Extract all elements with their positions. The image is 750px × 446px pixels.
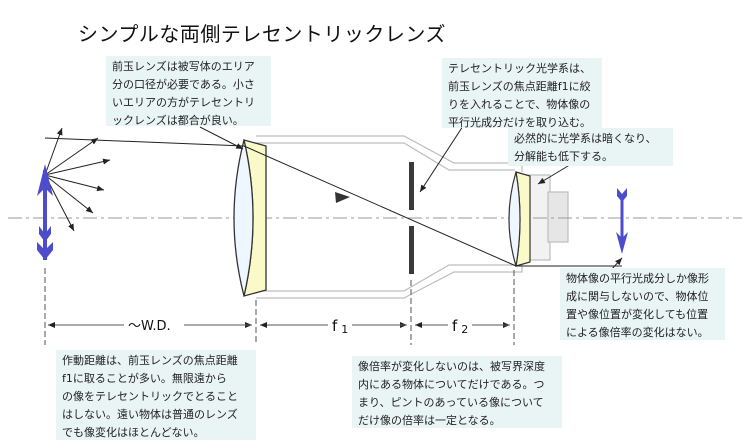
front-lens bbox=[233, 139, 267, 297]
dimension-lines bbox=[44, 268, 515, 345]
note-dark-text: 必然的に光学系は暗くなり、 分解能も低下する。 bbox=[514, 132, 657, 163]
note-magnification-text: 像倍率が変化しないのは、被写界深度 内にある物体についてだけである。つ まり、ピ… bbox=[358, 360, 545, 427]
note-magnification: 像倍率が変化しないのは、被写界深度 内にある物体についてだけである。つ まり、ピ… bbox=[352, 356, 562, 428]
aperture-stop bbox=[409, 162, 414, 274]
note-aperture-text: テレセントリック光学系は、 前玉レンズの焦点距離f1に絞 りを入れることで、物体… bbox=[448, 62, 591, 129]
note-dark: 必然的に光学系は暗くなり、 分解能も低下する。 bbox=[508, 128, 673, 166]
object-arrow bbox=[37, 164, 53, 260]
light-rays bbox=[44, 137, 622, 267]
rear-lens bbox=[508, 171, 531, 267]
svg-text:f2: f2 bbox=[452, 317, 468, 336]
f1-subscript: 1 bbox=[341, 323, 348, 336]
diagram-title: シンプルな両側テレセントリックレンズ bbox=[78, 22, 446, 46]
note-front-lens-text: 前玉レンズは被写体のエリア 分の口径が必要である。小さ いエリアの方がテレセント… bbox=[112, 60, 255, 127]
svg-text:f1: f1 bbox=[332, 317, 348, 336]
f1-label: f bbox=[332, 317, 338, 335]
note-image-text: 物体像の平行光成分しか像形 成に関与しないので、物体位 置や像位置が変化しても位… bbox=[566, 272, 709, 339]
note-working-distance: 作動距離は、前玉レンズの焦点距離 f1に取ることが多い。無限遠から の像をテレセ… bbox=[56, 350, 256, 440]
note-working-distance-text: 作動距離は、前玉レンズの焦点距離 f1に取ることが多い。無限遠から の像をテレセ… bbox=[62, 354, 238, 439]
note-front-lens: 前玉レンズは被写体のエリア 分の口径が必要である。小さ いエリアの方がテレセント… bbox=[106, 56, 271, 127]
scatter-rays bbox=[44, 127, 111, 232]
note-image: 物体像の平行光成分しか像形 成に関与しないので、物体位 置や像位置が変化しても位… bbox=[560, 268, 725, 340]
f2-label: f bbox=[452, 317, 458, 335]
f2-subscript: 2 bbox=[461, 323, 468, 336]
note-aperture: テレセントリック光学系は、 前玉レンズの焦点距離f1に絞 りを入れることで、物体… bbox=[442, 58, 602, 129]
image-arrow bbox=[616, 188, 628, 254]
wd-label: ～W.D. bbox=[128, 319, 171, 334]
